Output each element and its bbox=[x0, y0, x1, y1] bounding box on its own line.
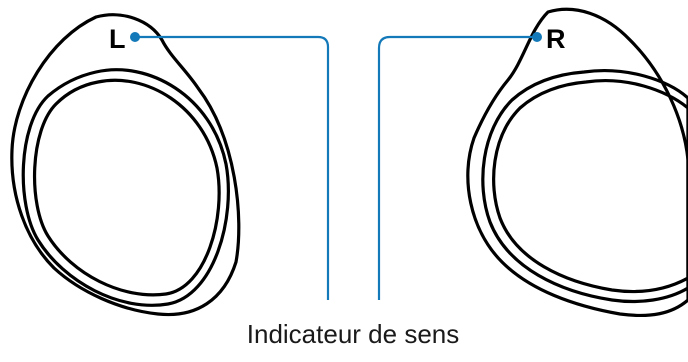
left-earbud bbox=[12, 15, 239, 315]
right-indicator-dot bbox=[532, 32, 542, 42]
left-side-label: L bbox=[109, 24, 126, 54]
right-earbud-outer-shell bbox=[468, 9, 688, 315]
right-earbud-inner-ring-edge bbox=[494, 81, 688, 292]
left-indicator-dot bbox=[130, 32, 140, 42]
left-earbud-inner-ring-edge bbox=[35, 80, 220, 295]
right-earbud bbox=[468, 9, 688, 315]
right-earbud-inner-ring bbox=[483, 71, 688, 302]
direction-indicator-caption: Indicateur de sens bbox=[247, 319, 459, 349]
left-earbud-outer-shell bbox=[12, 15, 239, 315]
right-side-label: R bbox=[546, 24, 566, 54]
